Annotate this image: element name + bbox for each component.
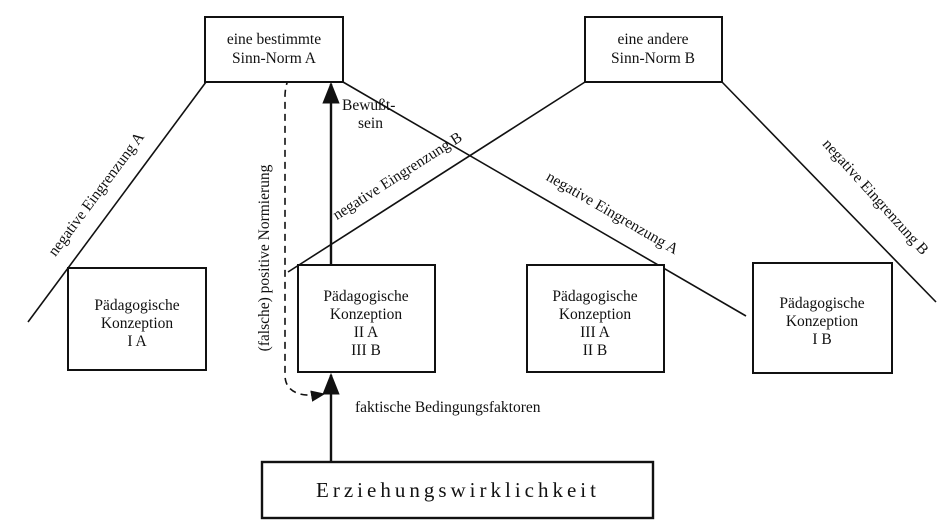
norm-a-line1: eine bestimmte (227, 31, 321, 48)
label-faktoren: faktische Bedingungsfaktoren (355, 399, 541, 416)
k2a-line3: II A (354, 324, 379, 341)
norm-a-line2: Sinn-Norm A (232, 50, 317, 67)
k1a-line2: Konzeption (101, 315, 174, 332)
k2a-line1: Pädagogische (323, 288, 408, 305)
k1a-line3: I A (127, 333, 147, 350)
k3a-line1: Pädagogische (552, 288, 637, 305)
label-normierung: (falsche) positive Normierung (256, 164, 273, 351)
konzeption-1a-box: Pädagogische Konzeption I A (67, 267, 207, 371)
k3a-line3: III A (580, 324, 611, 341)
konzeption-1b-box: Pädagogische Konzeption I B (752, 262, 893, 374)
reality-box: Erziehungswirklichkeit (260, 460, 655, 520)
konzeption-2a-box: Pädagogische Konzeption II A III B (297, 264, 436, 373)
label-neg-a-right: negative Eingrenzung A (543, 168, 682, 258)
boundary-line-b-right (721, 81, 937, 303)
label-sein: sein (358, 115, 383, 132)
k3a-line2: Konzeption (559, 306, 632, 323)
label-neg-b-left: negative Eingrenzung B (330, 129, 465, 224)
k1b-line3: I B (812, 331, 831, 348)
sinn-norm-b-box: eine andere Sinn-Norm B (584, 16, 723, 83)
k2a-line4: III B (351, 342, 381, 359)
norm-b-line1: eine andere (618, 31, 689, 48)
k1b-line2: Konzeption (786, 313, 859, 330)
boundary-line-b-left (287, 81, 586, 273)
k1b-line1: Pädagogische (779, 295, 864, 312)
k2a-line2: Konzeption (330, 306, 403, 323)
boundary-line-a-left (27, 81, 207, 323)
k1a-line1: Pädagogische (94, 297, 179, 314)
k3a-line4: II B (583, 342, 608, 359)
label-bewusst: Bewußt- (342, 97, 395, 114)
label-neg-a-left: negative Eingrenzung A (45, 128, 148, 259)
sinn-norm-a-box: eine bestimmte Sinn-Norm A (204, 16, 344, 83)
konzeption-3a-box: Pädagogische Konzeption III A II B (526, 264, 665, 373)
boundary-line-a-right (342, 81, 747, 317)
reality-label: Erziehungswirklichkeit (316, 478, 600, 502)
norm-b-line2: Sinn-Norm B (611, 50, 695, 67)
